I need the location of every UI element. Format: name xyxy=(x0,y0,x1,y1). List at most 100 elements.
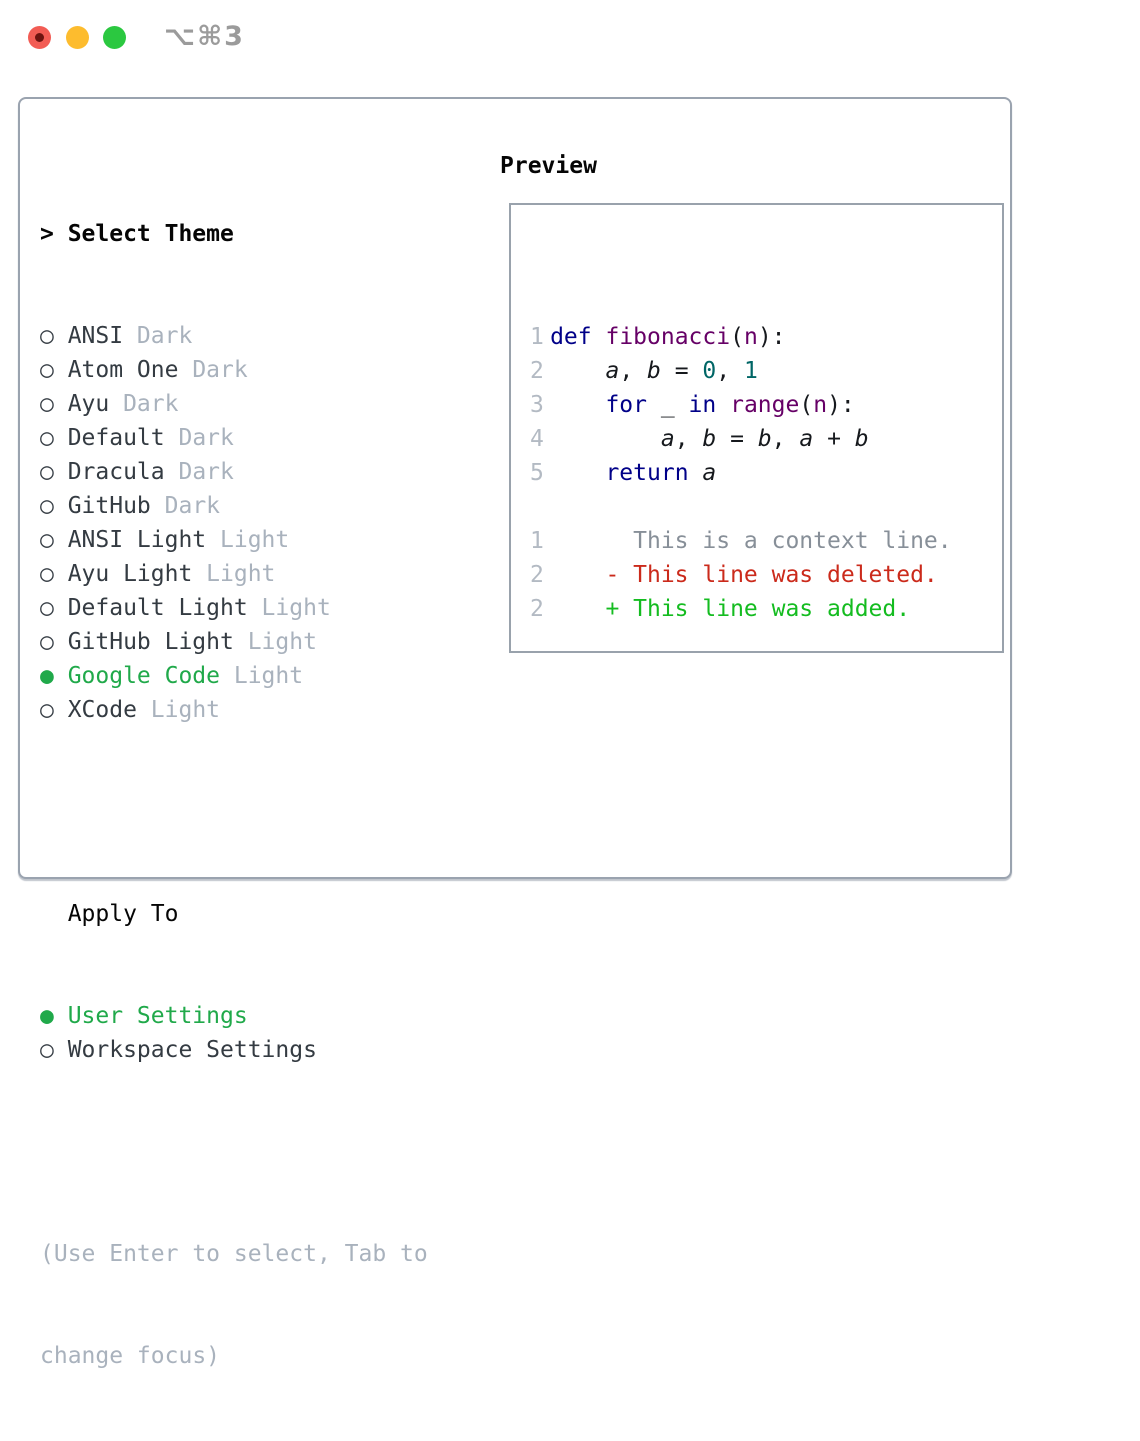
titlebar: ⌥⌘3 xyxy=(0,0,1140,75)
code-line xyxy=(530,490,1002,524)
code-token: a xyxy=(702,460,717,486)
keyboard-shortcut-badge: ⌥⌘3 xyxy=(164,21,245,52)
option-label: Default Light xyxy=(67,595,248,621)
option-label: Dracula xyxy=(67,459,165,485)
radio-unselected-icon: ○ xyxy=(40,595,54,621)
code-token xyxy=(689,460,703,486)
code-token: 1 xyxy=(743,358,758,384)
code-token: = xyxy=(660,358,703,384)
code-token: n xyxy=(743,324,758,350)
apply-to-header: Apply To xyxy=(40,897,428,931)
theme-variant-label: Light xyxy=(220,663,304,689)
theme-variant-label: Light xyxy=(206,527,290,553)
hint-line-1: (Use Enter to select, Tab to xyxy=(40,1241,428,1267)
code-token: in xyxy=(688,392,717,418)
option-label: Google Code xyxy=(67,663,221,689)
option-label: GitHub Light xyxy=(67,629,234,655)
line-number: 1 xyxy=(530,324,544,350)
code-line: 4 a, b = b, a + b xyxy=(530,422,1002,456)
theme-option[interactable]: ○Dracula Dark xyxy=(40,455,428,489)
code-token: = xyxy=(716,426,758,452)
code-token: fibonacci xyxy=(605,324,731,350)
radio-unselected-icon: ○ xyxy=(40,459,54,485)
theme-variant-label: Light xyxy=(192,561,276,587)
code-token: b xyxy=(647,358,661,384)
option-label: GitHub xyxy=(67,493,151,519)
code-token: b xyxy=(757,426,772,452)
radio-unselected-icon: ○ xyxy=(40,629,54,655)
theme-option[interactable]: ○ANSI Light Light xyxy=(40,523,428,557)
code-token: , xyxy=(619,358,648,384)
close-button[interactable] xyxy=(28,26,51,49)
hint-line-2: change focus) xyxy=(40,1343,221,1369)
radio-unselected-icon: ○ xyxy=(40,1037,54,1063)
theme-variant-label: Dark xyxy=(150,493,221,519)
theme-option[interactable]: ○XCode Light xyxy=(40,693,428,727)
apply-to-option[interactable]: ○ Workspace Settings xyxy=(40,1033,428,1067)
option-label: User Settings xyxy=(67,1003,248,1029)
line-number: 1 xyxy=(530,528,544,554)
zoom-button[interactable] xyxy=(103,26,126,49)
code-token: 0 xyxy=(702,358,717,384)
theme-variant-label: Dark xyxy=(123,323,193,349)
theme-variant-label: Dark xyxy=(164,425,234,451)
option-label: ANSI xyxy=(67,323,124,349)
radio-selected-icon: ● xyxy=(40,1003,54,1029)
code-token xyxy=(592,324,606,350)
focus-caret-icon: > xyxy=(40,221,54,247)
radio-unselected-icon: ○ xyxy=(40,561,54,587)
line-number: 5 xyxy=(530,460,544,486)
line-number: 4 xyxy=(530,426,544,452)
apply-to-option[interactable]: ● User Settings xyxy=(40,999,428,1033)
option-label: Atom One xyxy=(67,357,179,383)
option-label: Workspace Settings xyxy=(67,1037,317,1063)
theme-list: ○ANSI Dark○Atom One Dark○Ayu Dark○Defaul… xyxy=(40,319,428,727)
code-line: 2 - This line was deleted. xyxy=(530,558,1002,592)
spacer xyxy=(40,795,428,829)
code-token: This is a context line. xyxy=(550,528,952,554)
code-token xyxy=(550,392,605,418)
theme-option[interactable]: ● Google Code Light xyxy=(40,659,428,693)
code-token: b xyxy=(854,426,869,452)
code-token: _ xyxy=(647,392,689,418)
spacer xyxy=(40,1135,428,1169)
code-token: ( xyxy=(730,324,744,350)
code-token xyxy=(716,392,730,418)
code-token: ): xyxy=(827,392,855,418)
apply-to-list: ● User Settings ○ Workspace Settings xyxy=(40,999,428,1067)
code-token: def xyxy=(550,324,592,350)
minimize-button[interactable] xyxy=(66,26,89,49)
theme-option[interactable]: ○Default Dark xyxy=(40,421,428,455)
code-token: ): xyxy=(757,324,786,350)
theme-selector-column: >Select Theme ○ANSI Dark○Atom One Dark○A… xyxy=(40,149,428,1441)
code-line: 3 for _ in range(n): xyxy=(530,388,1002,422)
radio-unselected-icon: ○ xyxy=(40,697,54,723)
code-token: + xyxy=(813,426,855,452)
theme-option[interactable]: ○Atom One Dark xyxy=(40,353,428,387)
theme-option[interactable]: ○Default Light Light xyxy=(40,591,428,625)
code-token: a xyxy=(799,426,814,452)
theme-option[interactable]: ○GitHub Light Light xyxy=(40,625,428,659)
radio-unselected-icon: ○ xyxy=(40,391,54,417)
code-token: n xyxy=(813,392,828,418)
code-token: ( xyxy=(799,392,814,418)
radio-unselected-icon: ○ xyxy=(40,357,54,383)
code-line: 5 return a xyxy=(530,456,1002,490)
radio-unselected-icon: ○ xyxy=(40,493,54,519)
radio-selected-icon: ● xyxy=(40,663,54,689)
theme-option[interactable]: ○ GitHub Dark xyxy=(40,489,428,523)
preview-title: Preview xyxy=(500,153,597,179)
code-token: , xyxy=(716,358,744,384)
code-token xyxy=(550,460,605,486)
theme-option[interactable]: ○Ayu Dark xyxy=(40,387,428,421)
main-panel: >Select Theme ○ANSI Dark○Atom One Dark○A… xyxy=(18,97,1012,1369)
apply-to-title: Apply To xyxy=(67,901,179,927)
code-token: a xyxy=(605,358,620,384)
theme-option[interactable]: ○Ayu Light Light xyxy=(40,557,428,591)
code-token: + This line was added. xyxy=(550,596,911,622)
line-number: 2 xyxy=(530,358,544,384)
code-line: 2 + This line was added. xyxy=(530,592,1002,626)
theme-option[interactable]: ○ANSI Dark xyxy=(40,319,428,353)
